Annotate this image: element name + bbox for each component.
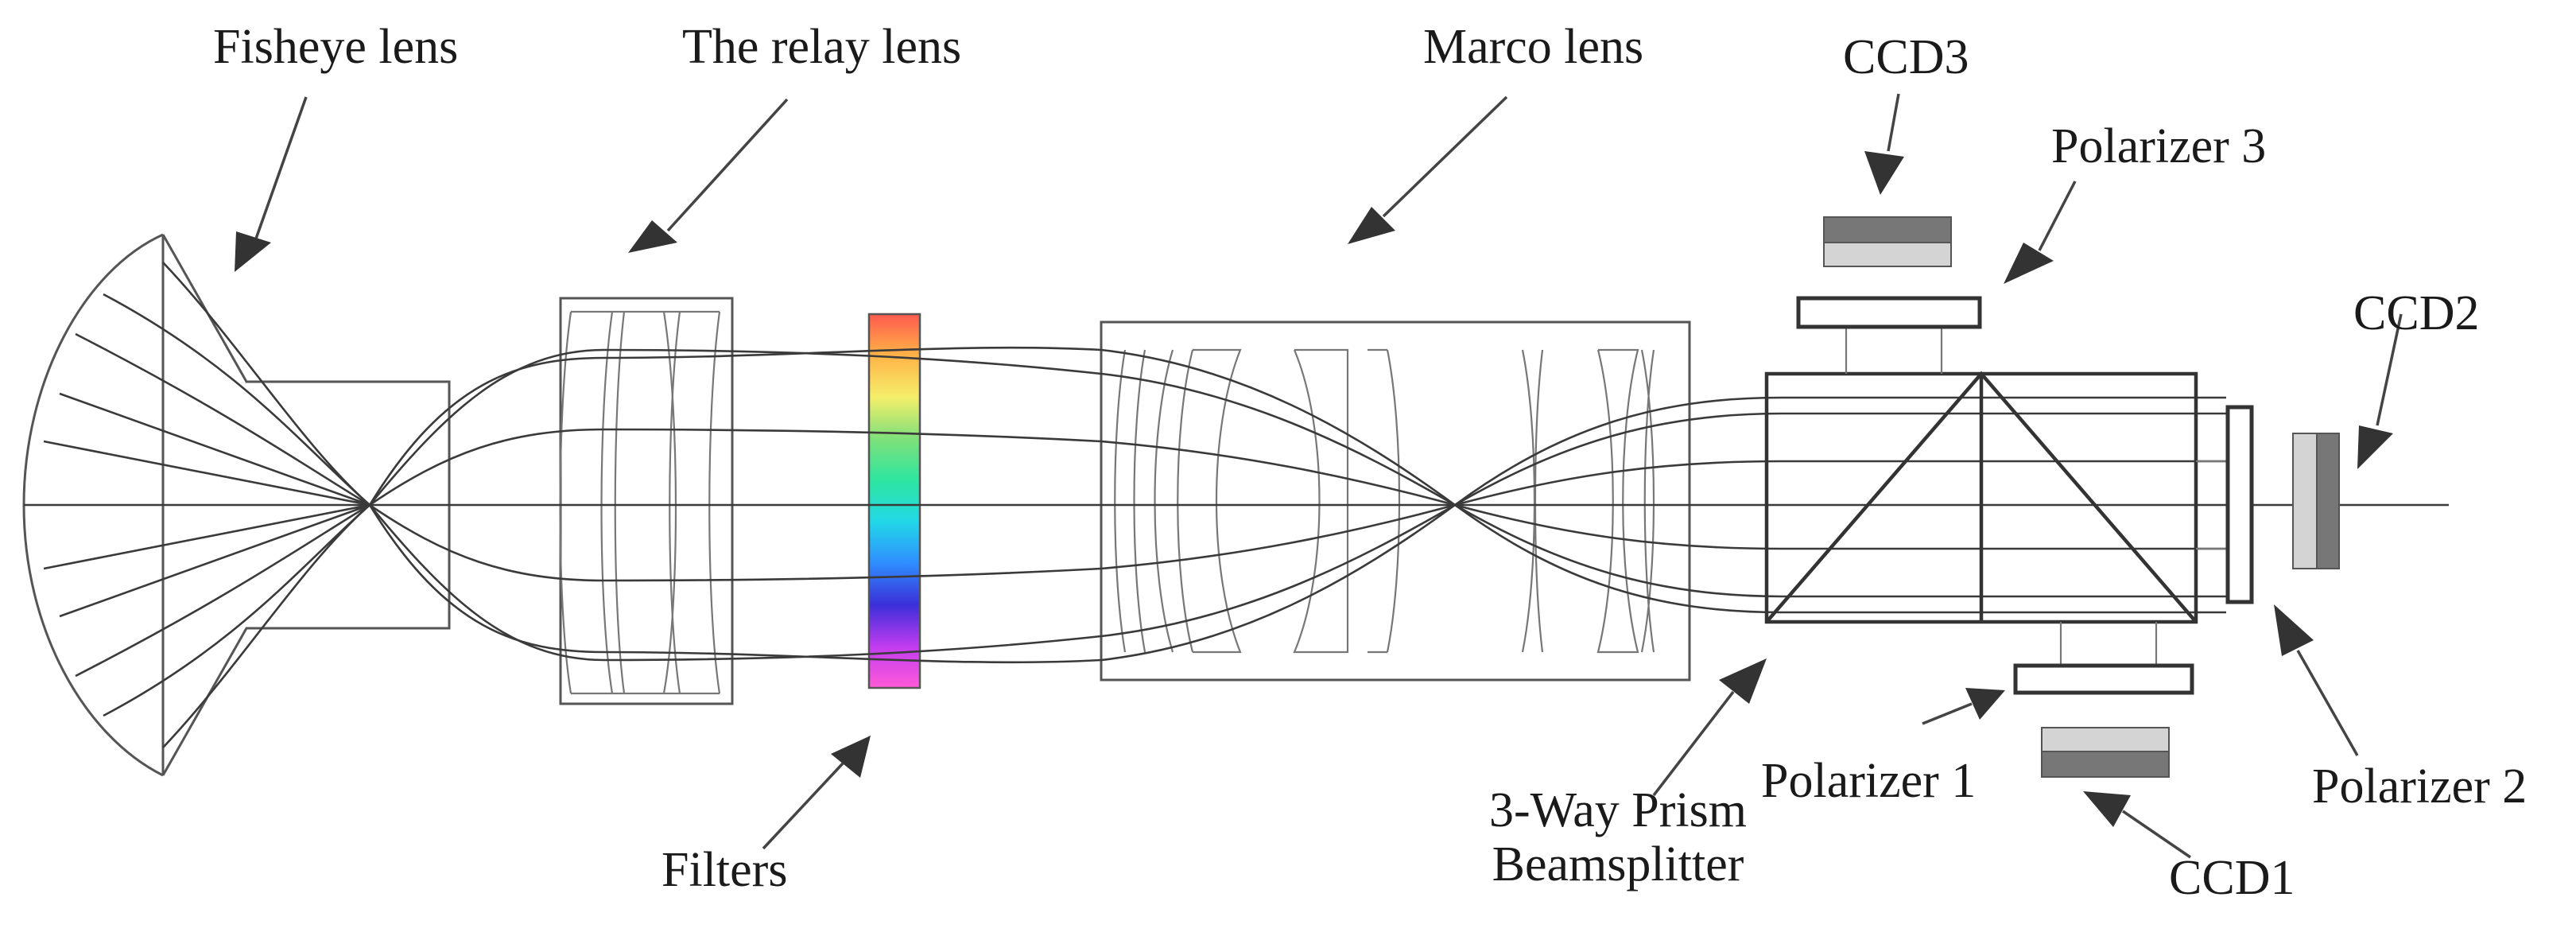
label-prism-line-2: Beamsplitter bbox=[1492, 837, 1744, 892]
label-prism-line-1: 3-Way Prism bbox=[1489, 783, 1747, 837]
label-relay-lens: The relay lens bbox=[682, 20, 962, 74]
label-ccd3: CCD3 bbox=[1843, 30, 1969, 84]
polarizer-1-plate bbox=[2013, 663, 2194, 695]
label-fisheye-lens: Fisheye lens bbox=[213, 20, 459, 74]
label-macro-lens: Marco lens bbox=[1423, 20, 1644, 74]
label-polarizer-1: Polarizer 1 bbox=[1761, 754, 1977, 808]
label-polarizer-2: Polarizer 2 bbox=[2312, 759, 2528, 814]
label-filters: Filters bbox=[661, 843, 788, 897]
ccd1-sensor bbox=[2041, 727, 2170, 778]
filter-strip bbox=[867, 313, 921, 689]
label-prism: 3-Way Prism Beamsplitter bbox=[1451, 783, 1785, 891]
label-ccd2: CCD2 bbox=[2353, 286, 2480, 340]
beamsplitter-prism bbox=[1764, 322, 2226, 664]
polarizer-2-plate bbox=[2225, 405, 2254, 604]
optical-rays bbox=[24, 262, 2449, 748]
polarizer-3-plate bbox=[1796, 296, 1982, 329]
macro-lens-element bbox=[1100, 320, 1691, 682]
label-polarizer-3: Polarizer 3 bbox=[2051, 119, 2267, 173]
ccd3-sensor bbox=[1823, 216, 1952, 267]
ccd2-sensor bbox=[2292, 433, 2340, 569]
label-ccd1: CCD1 bbox=[2169, 851, 2295, 905]
callout-arrows bbox=[235, 93, 2403, 859]
